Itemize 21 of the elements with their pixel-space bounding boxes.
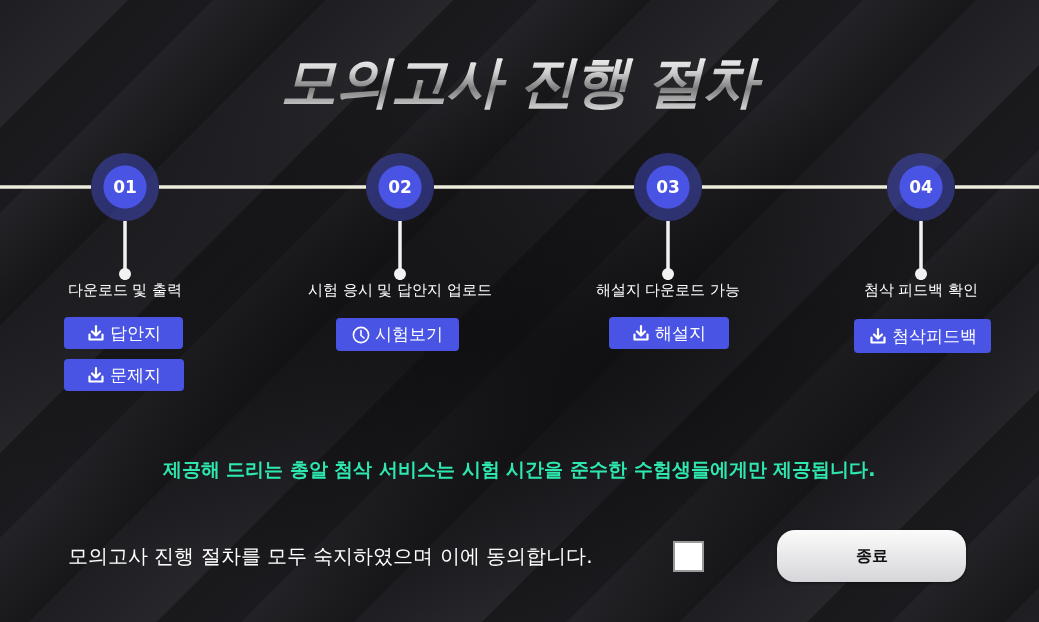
pin-line <box>119 221 131 280</box>
step-label: 다운로드 및 출력 <box>67 280 183 300</box>
download-button: 해설지 <box>609 317 729 349</box>
pin-line <box>662 221 674 280</box>
timeline-line <box>434 185 634 189</box>
pin-line <box>394 221 406 280</box>
timeline-line <box>955 185 1039 189</box>
step-label: 첨삭 피드백 확인 <box>863 280 979 300</box>
pin-line <box>915 221 927 280</box>
timeline-line <box>0 185 91 189</box>
exit-button: 종료 <box>777 530 966 582</box>
notice-text: 제공해 드리는 총알 첨삭 서비스는 시험 시간을 준수한 수험생들에게만 제공됩니다. <box>162 457 876 482</box>
step-label: 시험 응시 및 답안지 업로드 <box>307 280 493 300</box>
exam-button: 시험보기 <box>336 318 459 351</box>
download-button: 첨삭피드백 <box>854 319 991 353</box>
agreement-text: 모의고사 진행 절차를 모두 숙지하였으며 이에 동의합니다. <box>68 543 593 570</box>
download-button: 문제지 <box>64 359 184 391</box>
download-button: 답안지 <box>64 317 183 349</box>
step-label: 해설지 다운로드 가능 <box>595 280 741 300</box>
timeline-line <box>702 185 887 189</box>
timeline-line <box>159 185 366 189</box>
